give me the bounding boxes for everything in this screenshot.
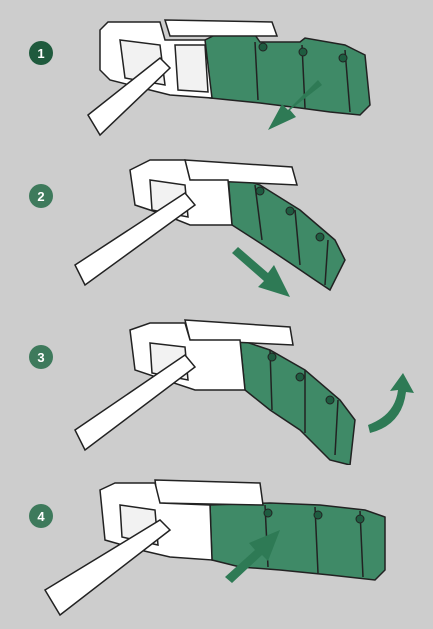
clasp-blade [43,519,172,617]
clasp-illustration-4 [43,479,386,617]
step-3: 3 [0,315,433,465]
arrow-icon [368,373,414,433]
bracelet-links [204,34,371,116]
bracelet-links [227,173,346,292]
clasp-blade [74,353,197,452]
step-badge-2: 2 [29,184,53,208]
clasp-blade [87,56,172,137]
bracelet-links [239,338,356,465]
arrow-icon [225,530,280,583]
step-badge-4: 4 [29,504,53,528]
step-badge-1: 1 [29,41,53,65]
step-4: 4 [0,475,433,625]
arrow-icon [268,80,322,130]
clasp-blade [74,192,197,287]
clasp-illustration-1 [87,19,371,137]
step-2: 2 [0,155,433,305]
clasp-illustration-2 [74,159,346,297]
clasp-illustration-3 [74,319,414,465]
arrow-icon [232,247,290,297]
step-badge-3: 3 [29,345,53,369]
step-1: 1 [0,0,433,150]
clasp-body [129,159,298,226]
